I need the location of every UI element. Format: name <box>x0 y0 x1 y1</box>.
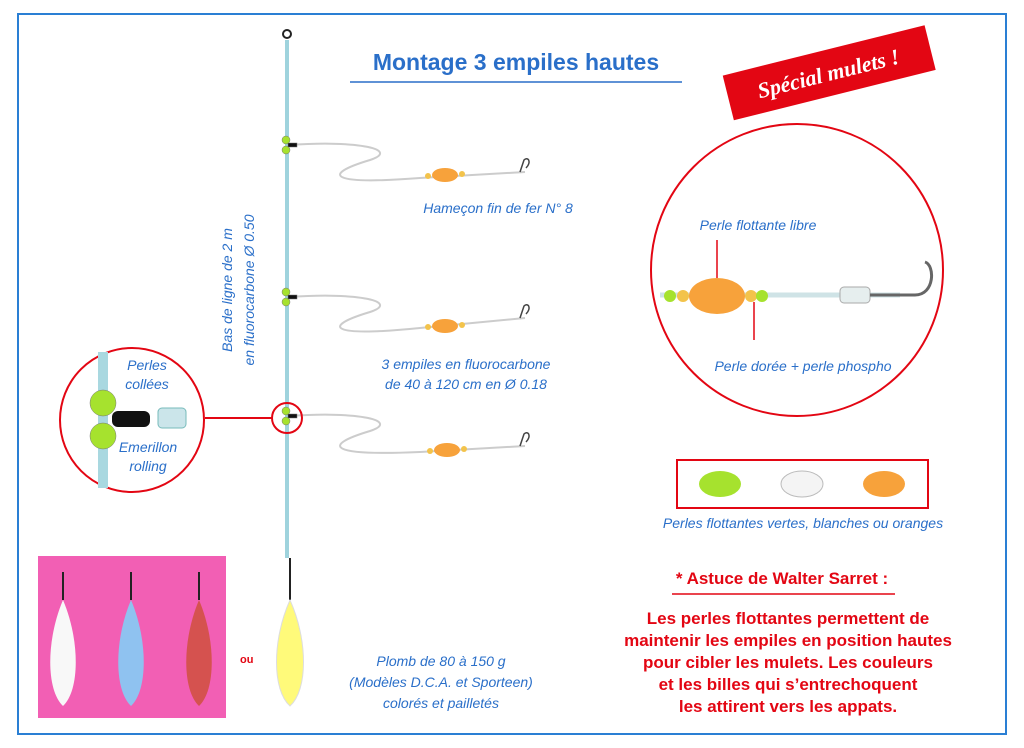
svg-text:en fluorocarbone Ø 0.50: en fluorocarbone Ø 0.50 <box>241 214 257 365</box>
bead-legend: Perles flottantes vertes, blanches ou or… <box>663 459 943 531</box>
svg-text:collées: collées <box>125 376 169 392</box>
bead-group <box>425 168 467 457</box>
tip-title: * Astuce de Walter Sarret : <box>676 569 888 588</box>
line-label: Bas de ligne de 2 m en fluorocarbone Ø 0… <box>219 214 257 365</box>
top-swivel-icon <box>282 29 292 39</box>
lead-label-models: (Modèles D.C.A. et Sporteen) <box>349 674 533 690</box>
svg-text:Perles: Perles <box>127 357 167 373</box>
svg-text:Perle flottante libre: Perle flottante libre <box>700 217 817 233</box>
lead-label-finish: colorés et pailletés <box>383 695 499 711</box>
snoods-label-2: de 40 à 120 cm en Ø 0.18 <box>385 376 547 392</box>
svg-text:maintenir les empiles en posit: maintenir les empiles en position hautes <box>624 631 952 650</box>
svg-text:pour cibler les mulets. Les co: pour cibler les mulets. Les couleurs <box>643 653 933 672</box>
svg-text:rolling: rolling <box>129 458 167 474</box>
float-detail-circle: Perle flottante libre Perle dorée + perl… <box>650 123 944 417</box>
hook-label: Hameçon fin de fer N° 8 <box>423 200 573 216</box>
snoods-label-1: 3 empiles en fluorocarbone <box>382 356 551 372</box>
svg-text:Emerillon: Emerillon <box>119 439 178 455</box>
swivel-detail-circle: Perles collées Emerillon rolling <box>59 347 205 493</box>
tip-text: Les perles flottantes permettent de main… <box>624 609 952 716</box>
svg-text:Les perles flottantes permette: Les perles flottantes permettent de <box>647 609 929 628</box>
svg-text:et les billes qui s’entrechoqu: et les billes qui s’entrechoquent <box>659 675 918 694</box>
page-title: Montage 3 empiles hautes <box>373 49 659 75</box>
svg-text:Bas de ligne de 2 m: Bas de ligne de 2 m <box>219 228 235 352</box>
or-label: ou <box>240 654 253 666</box>
lead-label: Plomb de 80 à 150 g <box>376 653 505 669</box>
svg-text:les attirent vers les appats.: les attirent vers les appats. <box>679 697 897 716</box>
lead-weights <box>50 558 304 707</box>
special-badge: Spécial mulets ! <box>722 25 936 121</box>
svg-text:Perles flottantes vertes, blan: Perles flottantes vertes, blanches ou or… <box>663 515 943 531</box>
frame-border <box>17 13 1007 735</box>
svg-text:Perle dorée + perle phospho: Perle dorée + perle phospho <box>714 358 891 374</box>
snoods <box>281 135 530 457</box>
